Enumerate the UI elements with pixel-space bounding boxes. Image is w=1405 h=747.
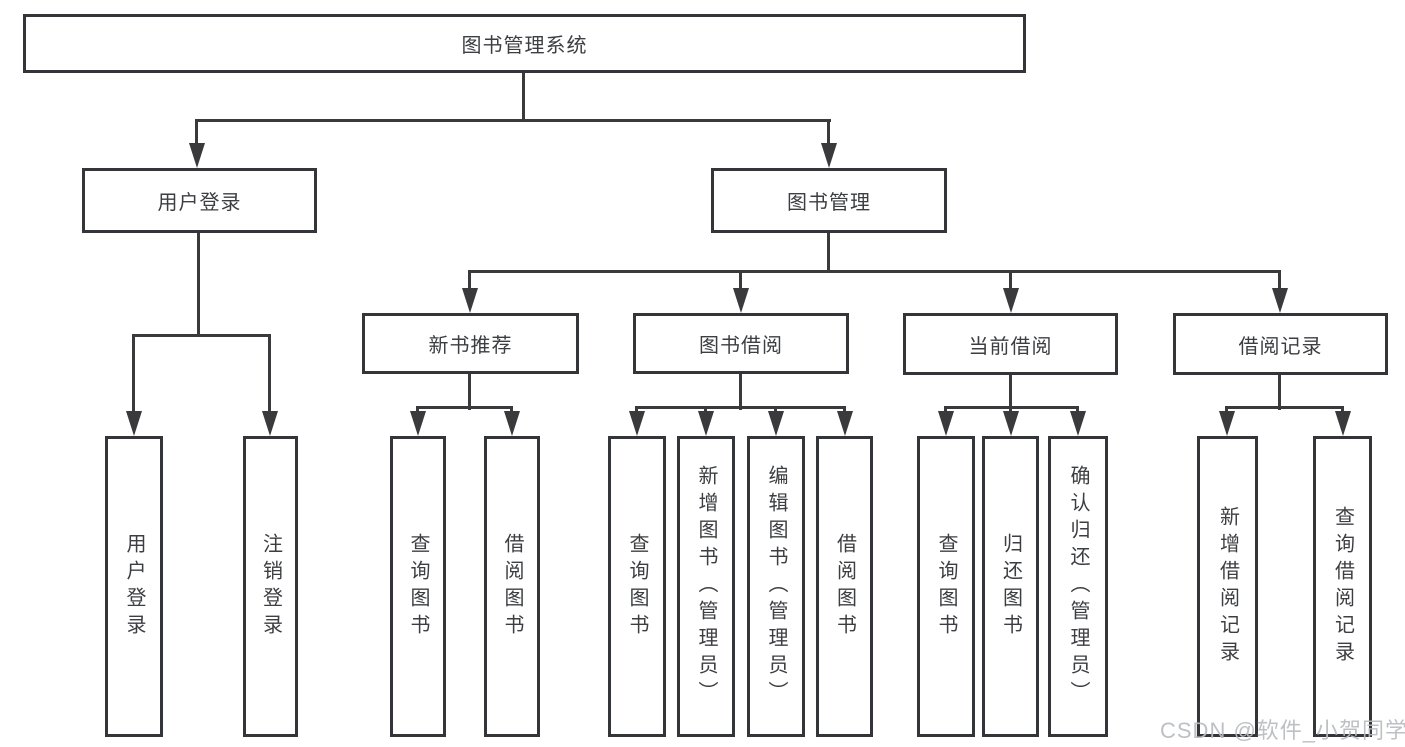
node-current-borrow: 当前借阅 bbox=[903, 313, 1118, 375]
arrowhead-down-icon bbox=[938, 411, 954, 436]
node-user-login: 用户登录 bbox=[82, 168, 317, 233]
arrowhead-down-icon bbox=[1272, 288, 1288, 313]
connector-line bbox=[1278, 270, 1281, 292]
leaf-newbook-query-books-label: 查询图书 bbox=[407, 532, 429, 641]
csdn-watermark: CSDN @软件_小贺同学 bbox=[1160, 718, 1405, 743]
leaf-borrow-query-books: 查询图书 bbox=[608, 436, 666, 737]
arrowhead-down-icon bbox=[504, 411, 520, 436]
leaf-borrow-edit-books-admin-label: 编辑图书（管理员） bbox=[765, 465, 787, 708]
connector-line bbox=[1226, 406, 1344, 409]
leaf-records-query-record: 查询借阅记录 bbox=[1313, 436, 1372, 737]
connector-line bbox=[197, 233, 200, 337]
node-book-borrow-label: 图书借阅 bbox=[699, 335, 783, 357]
node-book-management-label: 图书管理 bbox=[787, 192, 871, 214]
connector-line bbox=[468, 270, 471, 292]
connector-line bbox=[417, 406, 513, 409]
node-root-label: 图书管理系统 bbox=[461, 35, 588, 57]
node-book-borrow: 图书借阅 bbox=[633, 313, 849, 374]
connector-line bbox=[1278, 375, 1281, 410]
arrowhead-down-icon bbox=[462, 288, 478, 313]
connector-line bbox=[468, 374, 471, 410]
arrowhead-down-icon bbox=[1070, 411, 1086, 436]
node-user-login-label: 用户登录 bbox=[157, 192, 242, 214]
leaf-current-confirm-return-admin-label: 确认归还（管理员） bbox=[1067, 465, 1089, 708]
leaf-borrow-add-books-admin: 新增图书（管理员） bbox=[677, 436, 735, 737]
connector-line bbox=[268, 334, 271, 416]
leaf-newbook-query-books: 查询图书 bbox=[390, 436, 446, 737]
leaf-user-login-label: 用户登录 bbox=[123, 532, 145, 641]
leaf-user-login: 用户登录 bbox=[105, 436, 163, 737]
connector-line bbox=[197, 119, 831, 122]
leaf-logout-label: 注销登录 bbox=[259, 532, 282, 641]
node-borrow-records-label: 借阅记录 bbox=[1238, 335, 1323, 358]
leaf-borrow-edit-books-admin: 编辑图书（管理员） bbox=[747, 436, 805, 737]
leaf-records-query-record-label: 查询借阅记录 bbox=[1331, 505, 1354, 668]
connector-line bbox=[195, 119, 198, 147]
connector-line bbox=[134, 334, 271, 337]
node-borrow-records: 借阅记录 bbox=[1173, 313, 1388, 375]
connector-line bbox=[739, 270, 742, 292]
arrowhead-down-icon bbox=[1003, 288, 1019, 313]
arrowhead-down-icon bbox=[410, 411, 426, 436]
node-book-management: 图书管理 bbox=[711, 168, 947, 233]
leaf-current-confirm-return-admin: 确认归还（管理员） bbox=[1048, 436, 1108, 737]
leaf-current-return-books-label: 归还图书 bbox=[999, 532, 1022, 641]
leaf-logout: 注销登录 bbox=[243, 436, 298, 737]
node-new-book-recommend: 新书推荐 bbox=[362, 313, 579, 374]
node-root-system: 图书管理系统 bbox=[23, 14, 1026, 73]
leaf-newbook-borrow-books: 借阅图书 bbox=[484, 436, 540, 737]
arrowhead-down-icon bbox=[837, 411, 853, 436]
leaf-current-query-books-label: 查询图书 bbox=[935, 532, 957, 641]
connector-line bbox=[522, 73, 525, 122]
connector-line bbox=[132, 334, 135, 416]
arrowhead-down-icon bbox=[1003, 411, 1019, 436]
arrowhead-down-icon bbox=[262, 411, 278, 436]
leaf-records-add-record: 新增借阅记录 bbox=[1197, 436, 1258, 737]
connector-line bbox=[469, 270, 1281, 273]
leaf-current-return-books: 归还图书 bbox=[982, 436, 1039, 737]
node-current-borrow-label: 当前借阅 bbox=[968, 335, 1053, 358]
arrowhead-down-icon bbox=[126, 411, 142, 436]
arrowhead-down-icon bbox=[1335, 411, 1351, 436]
arrowhead-down-icon bbox=[768, 411, 784, 436]
leaf-borrow-borrow-books-label: 借阅图书 bbox=[833, 532, 856, 641]
connector-line bbox=[636, 406, 846, 409]
arrowhead-down-icon bbox=[1219, 411, 1235, 436]
leaf-current-query-books: 查询图书 bbox=[917, 436, 975, 737]
connector-line bbox=[827, 119, 830, 147]
connector-line bbox=[1009, 270, 1012, 292]
leaf-borrow-query-books-label: 查询图书 bbox=[626, 532, 648, 641]
connector-line bbox=[945, 406, 1079, 409]
arrowhead-down-icon bbox=[698, 411, 714, 436]
arrowhead-down-icon bbox=[821, 143, 837, 168]
leaf-newbook-borrow-books-label: 借阅图书 bbox=[501, 532, 523, 641]
arrowhead-down-icon bbox=[733, 288, 749, 313]
node-new-book-recommend-label: 新书推荐 bbox=[428, 335, 513, 357]
arrowhead-down-icon bbox=[629, 411, 645, 436]
connector-line bbox=[827, 233, 830, 273]
leaf-records-add-record-label: 新增借阅记录 bbox=[1216, 505, 1239, 668]
arrowhead-down-icon bbox=[189, 143, 205, 168]
leaf-borrow-borrow-books: 借阅图书 bbox=[816, 436, 873, 737]
connector-line bbox=[739, 374, 742, 410]
leaf-borrow-add-books-admin-label: 新增图书（管理员） bbox=[695, 465, 717, 708]
connector-line bbox=[1009, 375, 1012, 410]
